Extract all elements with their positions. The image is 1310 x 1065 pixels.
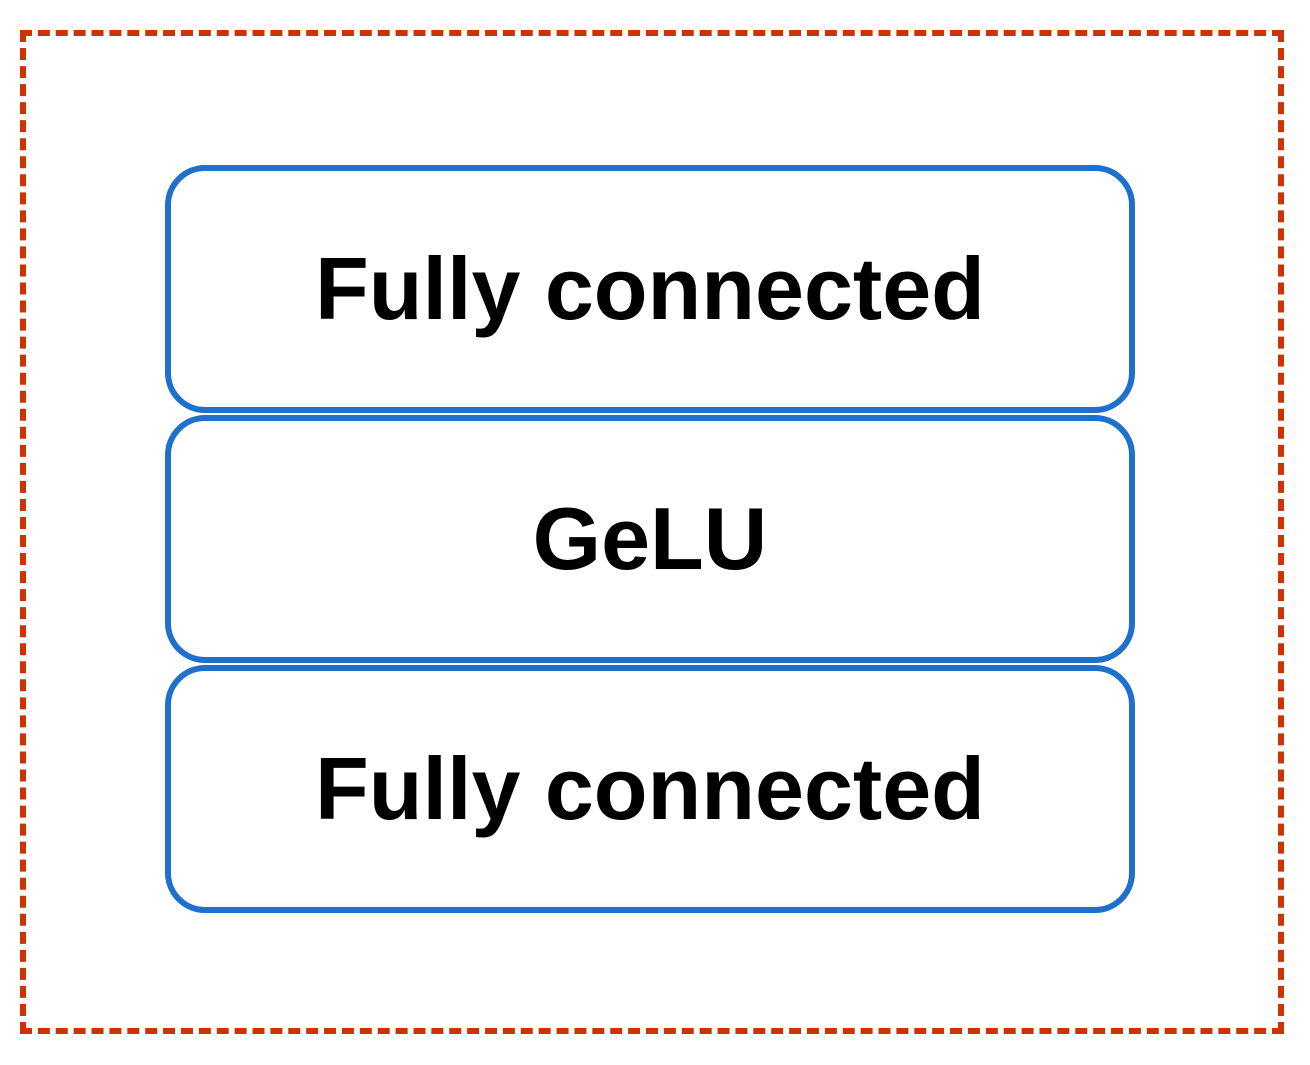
layer-label: GeLU — [532, 489, 768, 588]
layer-label: Fully connected — [315, 239, 985, 338]
mlp-block-frame — [20, 30, 1284, 1034]
fully-connected-layer-2: Fully connected — [165, 665, 1135, 913]
layer-label: Fully connected — [315, 739, 985, 838]
fully-connected-layer-1: Fully connected — [165, 165, 1135, 413]
gelu-layer: GeLU — [165, 415, 1135, 663]
